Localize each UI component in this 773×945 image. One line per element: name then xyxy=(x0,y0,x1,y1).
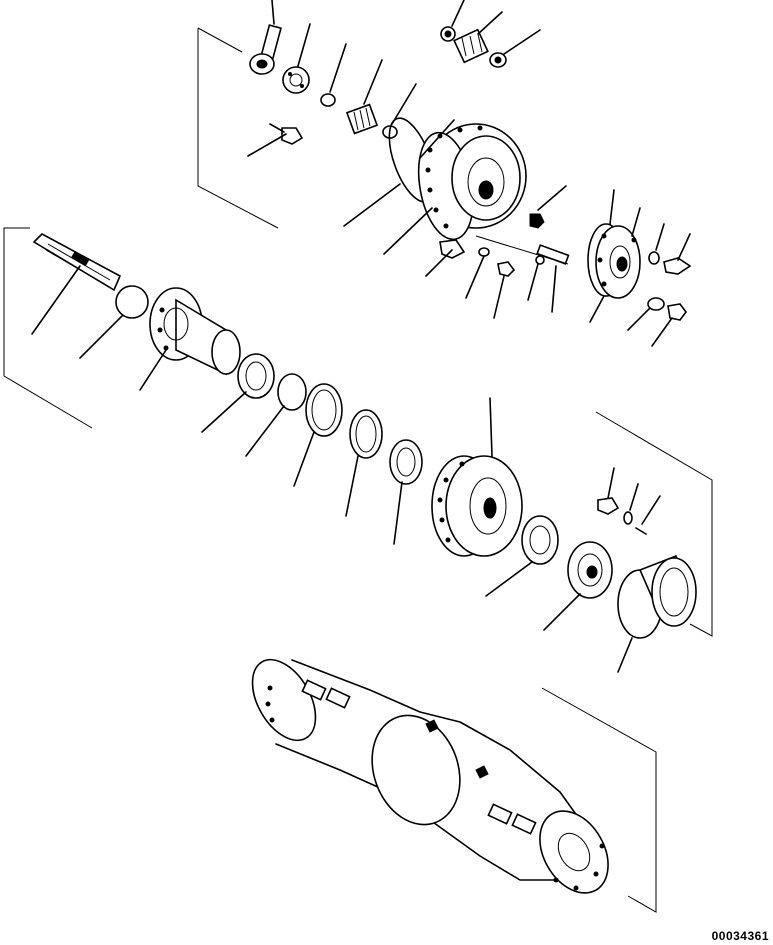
planet-gear-small xyxy=(440,0,465,42)
needle-bearing xyxy=(345,59,383,135)
cover-bolt xyxy=(663,233,692,275)
seal-ring xyxy=(293,383,343,487)
retaining-ring xyxy=(345,409,383,517)
bolt-carrier xyxy=(425,239,466,277)
leader-dashed xyxy=(475,235,569,265)
cover-plate xyxy=(587,189,641,323)
cover-washer xyxy=(648,223,665,265)
drawing-code: 00034361 xyxy=(711,929,769,943)
outer-bearing-cup xyxy=(617,554,697,673)
spindle-bearing xyxy=(201,353,275,433)
group-bracket-upper-hub xyxy=(197,27,279,229)
group-bracket-bearing xyxy=(595,411,713,637)
bearing-washer xyxy=(623,483,639,525)
inner-race xyxy=(485,515,559,597)
thrust-washer xyxy=(282,23,311,94)
bolt-hub xyxy=(247,123,304,157)
shaft-pin xyxy=(527,244,570,313)
sun-gear xyxy=(543,541,613,631)
snap-ring-small xyxy=(320,43,347,107)
axle-shaft xyxy=(31,233,122,335)
bearing-small-left xyxy=(249,53,275,75)
o-ring-small xyxy=(382,83,417,139)
shaft-snap-ring xyxy=(79,285,149,359)
bearing-bolt xyxy=(597,467,620,515)
cover-o-ring xyxy=(627,297,665,331)
planet-gear xyxy=(453,11,503,64)
plug xyxy=(493,261,516,319)
taper-bearing xyxy=(389,439,423,545)
planet-washer xyxy=(489,29,541,68)
nut-small xyxy=(529,185,567,229)
spindle-ring xyxy=(245,373,307,457)
hub-spindle xyxy=(139,287,241,391)
pin-carrier xyxy=(465,247,490,299)
group-bracket-shaft xyxy=(3,227,93,429)
group-bracket-housing xyxy=(541,687,657,913)
spring-pin xyxy=(635,495,661,535)
ring-gear-large xyxy=(431,397,523,557)
ring-gear-carrier xyxy=(343,117,527,255)
cover-nut xyxy=(651,303,687,347)
axle-housing xyxy=(251,658,609,894)
